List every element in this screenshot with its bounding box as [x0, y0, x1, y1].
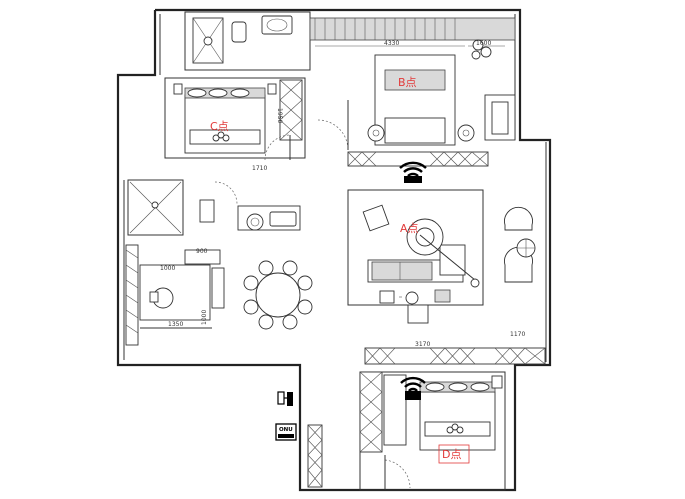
bedroom-b: [309, 17, 516, 151]
top-bathroom: [184, 11, 311, 71]
point-b-label: B点: [398, 76, 417, 89]
plant-icon: [471, 39, 492, 60]
dim-bedroom-b-small: 1600: [476, 40, 491, 47]
left-service-area: [125, 179, 301, 346]
point-a-label: A点: [400, 222, 419, 235]
onu-device-icon: ONU: [275, 423, 297, 441]
dim-storage-width: 1170: [510, 331, 525, 338]
point-d-label: D点: [442, 448, 461, 461]
sound-icon-d: [446, 423, 464, 434]
dim-bedroom-b-width: 4330: [384, 40, 399, 47]
point-d-box: [438, 444, 470, 464]
corridor-cabinet: [307, 424, 323, 488]
wifi-router-icon: [400, 376, 426, 400]
tv-cabinet: [347, 151, 489, 167]
dim-kitchen-width: 1710: [252, 165, 267, 172]
sound-icon-c: [212, 131, 230, 142]
dining-table: [243, 260, 313, 330]
point-c-label: C点: [210, 120, 229, 133]
dim-bedroom-d-width: 3170: [415, 341, 430, 348]
living-room: [347, 189, 536, 324]
dim-bath-depth: 1000: [201, 310, 208, 325]
onu-label: ONU: [279, 427, 293, 433]
dim-bath-width: 900: [196, 248, 208, 255]
camera-icon: [277, 391, 293, 406]
dim-bath-inner: 1000: [160, 265, 175, 272]
bedroom-d: [359, 371, 506, 491]
dim-bedroom-c-depth: 1950: [276, 108, 283, 123]
wifi-router-icon: [399, 161, 427, 183]
bedroom-c: [164, 77, 306, 161]
dim-balcony-width: 1350: [168, 321, 183, 328]
storage-row: [364, 347, 546, 365]
